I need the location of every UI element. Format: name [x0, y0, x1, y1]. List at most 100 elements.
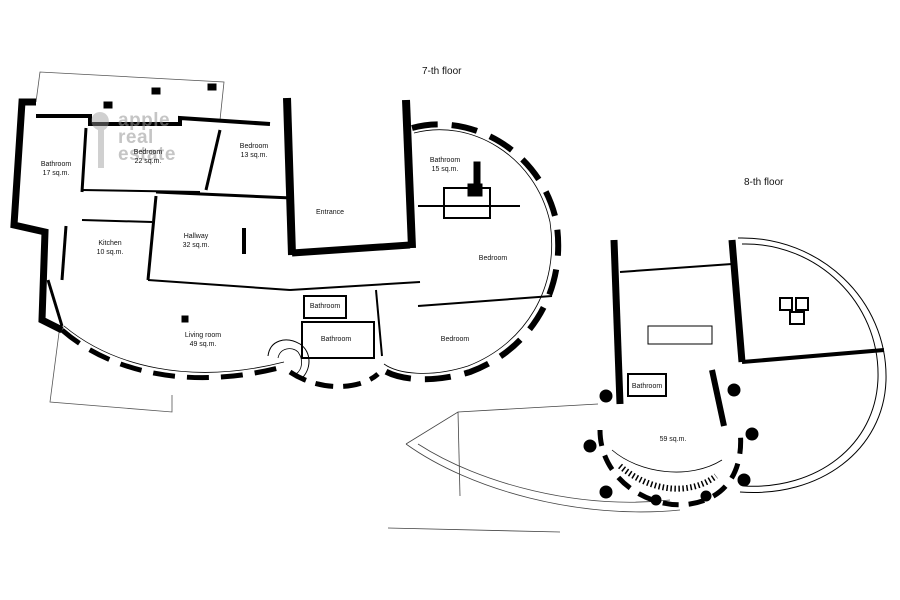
- terrace-curve-outer: [405, 443, 681, 513]
- wall-north-bedroom: [36, 114, 271, 126]
- room-label-bathroom-8th: Bathroom: [632, 382, 662, 391]
- room-bathroom-8th: [627, 373, 667, 397]
- wall-living-curve-inner: [63, 325, 285, 373]
- column-1: [599, 389, 613, 403]
- wall-east-circle-inner: [383, 129, 552, 374]
- room-area: 13 sq.m.: [240, 152, 268, 159]
- wall-hallway-west: [146, 195, 158, 281]
- room-bathroom-15: [443, 187, 491, 219]
- floor-label-7th: 7-th floor: [422, 66, 462, 77]
- wall-living-curve: [60, 328, 287, 381]
- wall-8th-north: [619, 263, 733, 273]
- roof-vent-3: [789, 311, 805, 325]
- fixture-block-2: [473, 161, 481, 185]
- column-5: [745, 427, 759, 441]
- room-label-bedroom-east: Bedroom: [479, 254, 507, 263]
- roof-vent-2: [795, 297, 809, 311]
- room-area: 10 sq.m.: [96, 249, 124, 256]
- room-label-bedroom-13: Bedroom 13 sq.m.: [240, 142, 268, 160]
- room-label-bathroom-mid: Bathroom: [321, 335, 351, 344]
- room-area: 17 sq.m.: [42, 170, 70, 177]
- room-name: Bathroom: [320, 336, 352, 343]
- room-area: 22 sq.m.: [134, 158, 162, 165]
- room-label-bathroom-17: Bathroom 17 sq.m.: [41, 160, 71, 178]
- wall-west: [10, 98, 64, 334]
- room-name: Kitchen: [98, 240, 122, 247]
- wall-entrance-south: [291, 241, 411, 257]
- wall-entrance-west: [283, 97, 296, 256]
- room-area: 49 sq.m.: [189, 341, 217, 348]
- wall-bath17-east: [80, 127, 88, 193]
- column-6: [737, 473, 751, 487]
- column-7: [650, 494, 662, 506]
- room-label-bedroom-south: Bedroom: [441, 335, 469, 344]
- room-bathroom-small: [303, 295, 347, 319]
- room-label-living-room: Living room 49 sq.m.: [185, 331, 221, 349]
- room-name: Bathroom: [429, 157, 461, 164]
- room-area: 32 sq.m.: [182, 242, 210, 249]
- wall-bedroom-south-west: [375, 289, 383, 357]
- watermark-line2: real: [118, 127, 154, 148]
- room-label-kitchen: Kitchen 10 sq.m.: [97, 239, 124, 257]
- room-name: Entrance: [315, 209, 345, 216]
- room-name: Hallway: [183, 233, 209, 240]
- room-area: 59 sq.m.: [659, 436, 687, 443]
- wall-bedroom13-west: [204, 129, 222, 191]
- pillar-1: [103, 101, 113, 109]
- wall-8th-east: [728, 239, 746, 363]
- terrace-line-vertical: [457, 411, 461, 497]
- stair-spiral-inner: [277, 348, 302, 375]
- watermark-line3: estate: [118, 144, 176, 165]
- room-label-hallway: Hallway 32 sq.m.: [183, 232, 210, 250]
- room-name: Living room: [184, 332, 222, 339]
- pillar-4: [181, 315, 189, 323]
- room-label-bathroom-small: Bathroom: [310, 302, 340, 311]
- floor-label-8th: 8-th floor: [744, 177, 784, 188]
- fixture-block-1: [467, 183, 483, 197]
- stair-spiral: [267, 339, 310, 381]
- room-name: Bedroom: [440, 336, 470, 343]
- wall-hallway-north: [155, 190, 293, 200]
- room-name: Bathroom: [631, 383, 663, 390]
- wall-east-circle: [378, 121, 562, 383]
- room-bathroom-mid: [301, 321, 375, 359]
- hall-stair-steps: [618, 463, 718, 492]
- wall-bathroom-curve: [288, 369, 380, 389]
- wall-livingroom-west: [46, 279, 64, 327]
- watermark-line1: apple: [118, 110, 171, 131]
- wall-8th-diag: [741, 348, 885, 364]
- wall-kitchen-west: [60, 225, 68, 281]
- terrace-curve-inner: [417, 443, 671, 503]
- terrace-outline: [405, 403, 599, 445]
- hall-stair: [611, 449, 723, 473]
- terrace-outline-north: [35, 71, 225, 121]
- wall-entrance-east: [402, 99, 416, 249]
- watermark-logo: apple real estate: [118, 110, 176, 165]
- room-label-bedroom-22: Bedroom 22 sq.m.: [134, 148, 162, 166]
- room-name: Bedroom: [133, 149, 163, 156]
- roof-semicircle: [737, 237, 887, 493]
- room-area: 15 sq.m.: [431, 166, 459, 173]
- wall-corridor-north: [289, 281, 421, 291]
- column-2: [583, 439, 597, 453]
- wall-hallway-south: [147, 279, 291, 291]
- seventh-floor-plan: [10, 71, 562, 413]
- room-name: Bedroom: [478, 255, 508, 262]
- column-3: [599, 485, 613, 499]
- room-name: Bathroom: [40, 161, 72, 168]
- room-name: Bedroom: [239, 143, 269, 150]
- terrace-outline-southwest: [49, 324, 173, 413]
- wall-kitchen-north: [81, 219, 153, 223]
- column-4: [727, 383, 741, 397]
- roof-vent-1: [779, 297, 793, 311]
- wall-hall-east: [709, 369, 727, 427]
- terrace-line-south: [387, 527, 561, 533]
- hall-ring-outer: [597, 429, 744, 508]
- corridor-bridge: [647, 325, 713, 345]
- column-8: [700, 490, 712, 502]
- wall-8th-west: [610, 239, 624, 405]
- roof-semicircle-inner: [741, 243, 879, 487]
- room-label-entrance: Entrance: [316, 208, 344, 217]
- watermark-apple-icon: [91, 112, 109, 168]
